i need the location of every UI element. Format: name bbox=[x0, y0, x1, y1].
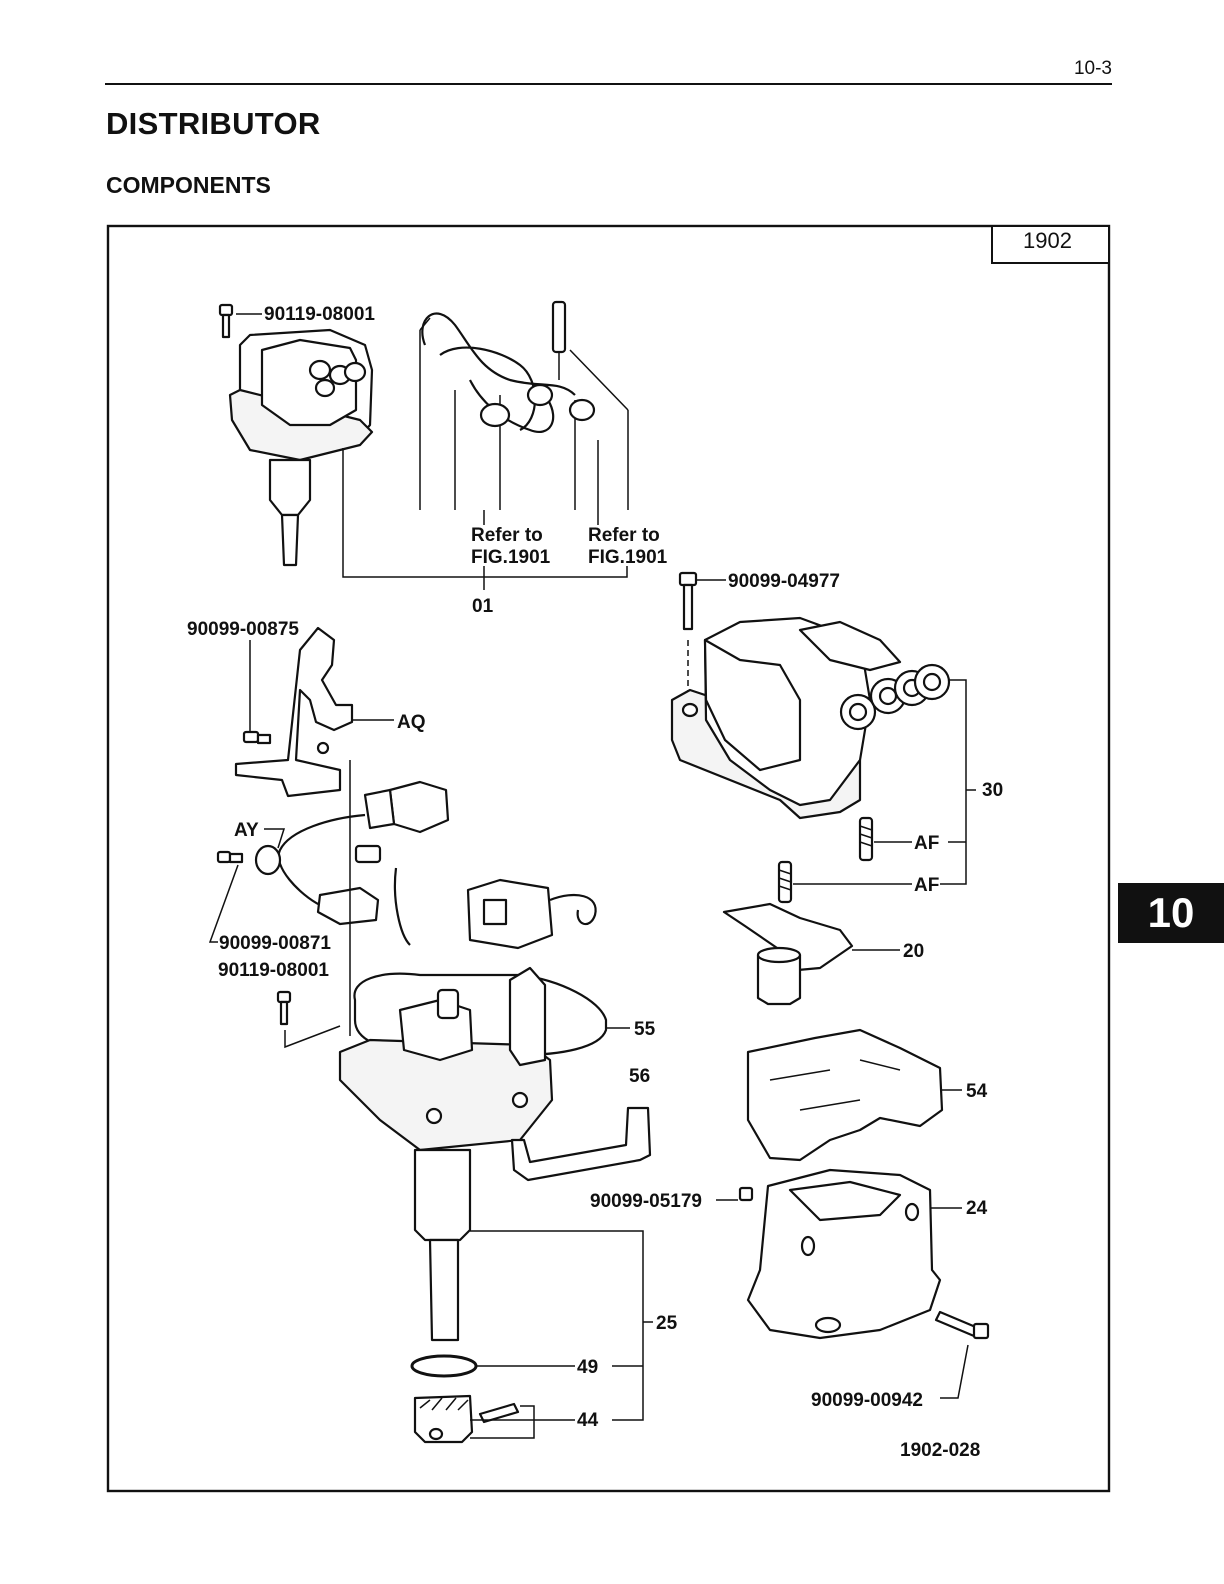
callout-49: 49 bbox=[577, 1357, 598, 1378]
callout-56: 56 bbox=[629, 1066, 650, 1087]
refer-right-line1: Refer to bbox=[588, 525, 660, 546]
figure-code: 1902-028 bbox=[900, 1440, 980, 1461]
callout-90099-04977: 90099-04977 bbox=[728, 571, 840, 592]
housing-drawing bbox=[340, 968, 606, 1340]
callout-24: 24 bbox=[966, 1198, 988, 1219]
callout-90119-08001-mid: 90119-08001 bbox=[218, 960, 329, 981]
refer-left-line2: FIG.1901 bbox=[471, 547, 551, 568]
bolt-drawing bbox=[936, 1312, 988, 1338]
callout-55: 55 bbox=[634, 1019, 656, 1040]
lower-housing-drawing bbox=[740, 1170, 940, 1338]
connector-drawing bbox=[468, 880, 596, 948]
spring-drawing bbox=[779, 818, 872, 902]
callout-01: 01 bbox=[472, 596, 494, 617]
bracket-drawing bbox=[236, 628, 352, 796]
callout-25: 25 bbox=[656, 1313, 678, 1334]
callout-ay: AY bbox=[234, 820, 259, 841]
figure-number: 1902 bbox=[1023, 228, 1072, 253]
callout-90099-00942: 90099-00942 bbox=[811, 1390, 923, 1411]
callout-44: 44 bbox=[577, 1410, 599, 1431]
rotor-drawing bbox=[724, 904, 852, 1004]
callout-30: 30 bbox=[982, 780, 1003, 801]
callout-90099-00871: 90099-00871 bbox=[219, 933, 331, 954]
callout-af-2: AF bbox=[914, 875, 939, 896]
callout-20: 20 bbox=[903, 941, 924, 962]
distributor-assembly-drawing bbox=[220, 305, 372, 565]
o-ring-drawing bbox=[412, 1356, 476, 1376]
refer-left-line1: Refer to bbox=[471, 525, 543, 546]
callout-aq: AQ bbox=[397, 712, 426, 733]
callout-90119-08001-top: 90119-08001 bbox=[264, 304, 375, 325]
sensor-harness-drawing bbox=[218, 782, 448, 945]
drive-gear-drawing bbox=[415, 1396, 518, 1442]
cover-drawing bbox=[748, 1030, 942, 1160]
distributor-cap-drawing bbox=[672, 573, 949, 818]
callout-af-1: AF bbox=[914, 833, 939, 854]
callout-54: 54 bbox=[966, 1081, 988, 1102]
callout-90099-05179: 90099-05179 bbox=[590, 1191, 702, 1212]
callout-90099-00875: 90099-00875 bbox=[187, 619, 299, 640]
wiring-harness-drawing bbox=[420, 302, 628, 525]
refer-right-line2: FIG.1901 bbox=[588, 547, 668, 568]
